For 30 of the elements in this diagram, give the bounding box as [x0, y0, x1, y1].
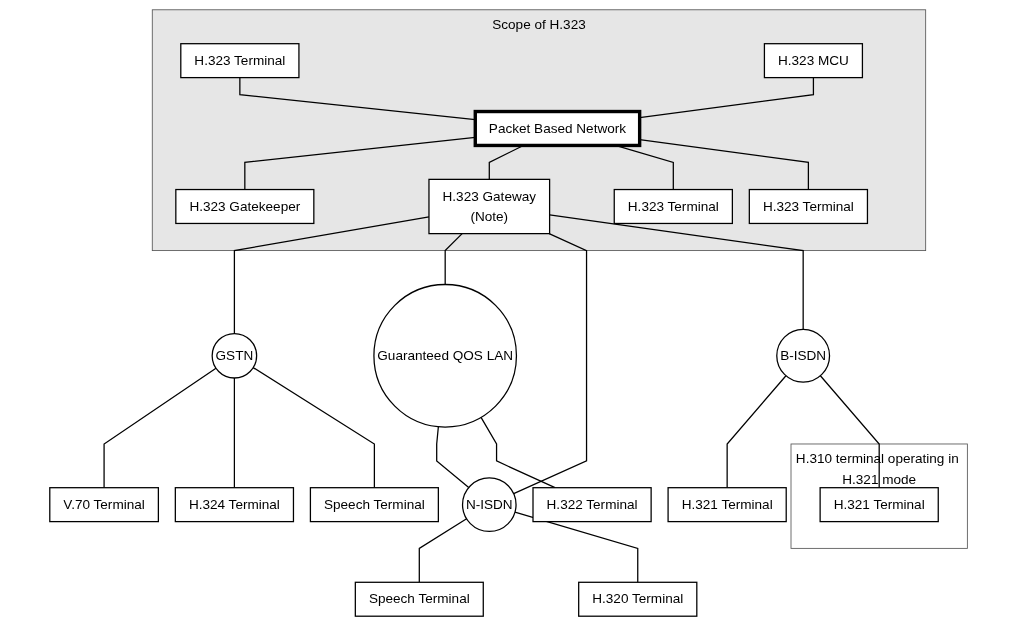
node-box: H.321 Terminal	[667, 487, 787, 523]
connector	[819, 375, 880, 489]
connector	[233, 377, 235, 489]
node-circle: B-ISDN	[776, 328, 831, 383]
connector	[444, 233, 463, 286]
node-box: H.321 Terminal	[819, 487, 939, 523]
connector	[252, 367, 375, 489]
node-box: H.324 Terminal	[174, 487, 294, 523]
connector	[418, 518, 468, 583]
node-box: Speech Terminal	[309, 487, 439, 523]
connector	[103, 367, 217, 489]
node-box: H.323 Terminal	[180, 43, 300, 79]
node-circle: N-ISDN	[461, 477, 517, 533]
node-box: H.322 Terminal	[532, 487, 652, 523]
connector	[436, 426, 470, 489]
node-circle: Guaranteed QOS LAN	[373, 283, 517, 428]
node-circle: GSTN	[211, 332, 258, 379]
node-box: H.323 Terminal	[748, 188, 868, 225]
connector	[480, 416, 556, 489]
node-box: H.323 Gatekeeper	[175, 188, 315, 225]
node-box: H.323 Terminal	[613, 188, 733, 225]
connector	[726, 375, 787, 489]
connector	[513, 233, 588, 495]
node-box: Speech Terminal	[354, 581, 484, 617]
node-box: H.323 MCU	[763, 43, 863, 79]
connector	[514, 511, 639, 583]
node-box: H.320 Terminal	[577, 581, 698, 617]
node-box: H.323 Gateway (Note)	[428, 178, 551, 235]
node-box: V.70 Terminal	[49, 487, 159, 523]
node-box: Packet Based Network	[473, 109, 642, 148]
